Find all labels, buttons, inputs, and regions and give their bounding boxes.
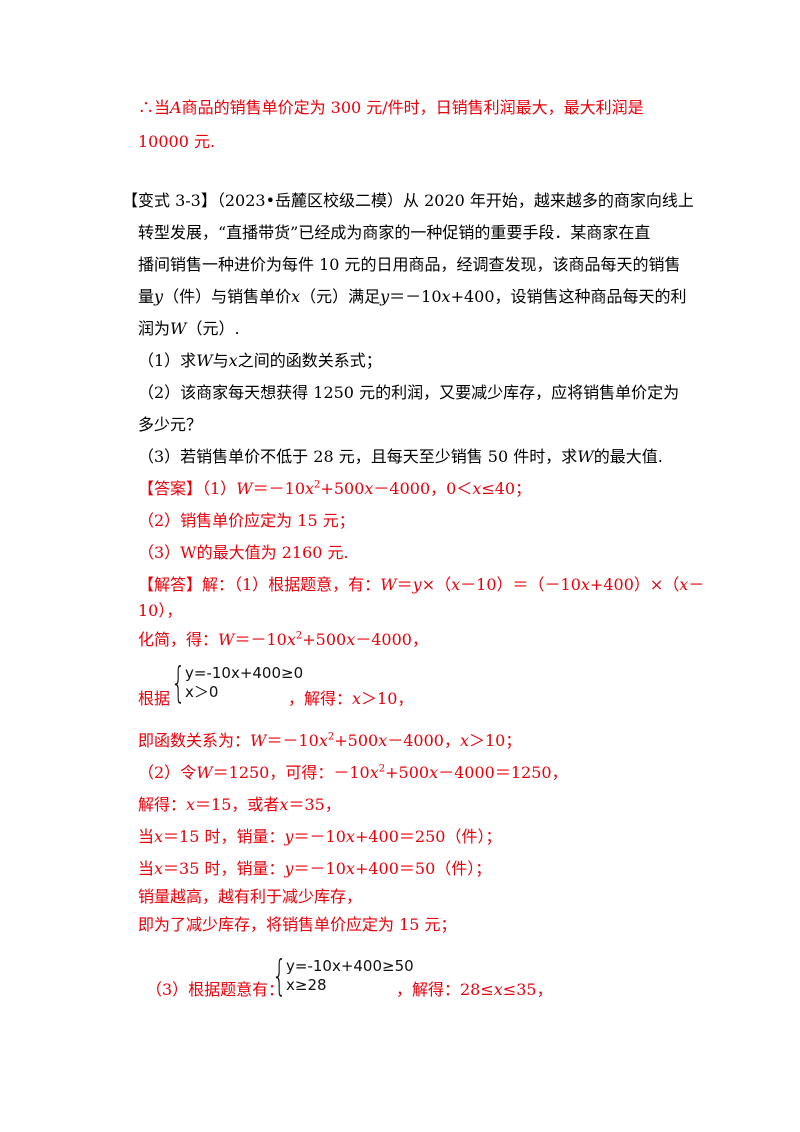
solution-line-5: 即函数关系为：W＝－10x2+500x－4000，x＞10； [138, 731, 522, 750]
solution-line-9: 当x＝35 时，销量：y＝－10x+400＝50（件）； [138, 859, 492, 878]
problem-line-5: 润为W（元）. [138, 319, 240, 338]
answer-3: （3）W的最大值为 2160 元. [138, 543, 349, 562]
problem-line-2: 转型发展，“直播带货”已经成为商家的一种促销的重要手段．某商家在直 [138, 223, 651, 242]
solution-line-2: 10）， [138, 601, 183, 620]
solution-line-8: 当x＝15 时，销量：y＝－10x+400＝250（件）； [138, 827, 502, 846]
answer-1: 【答案】（1）W＝－10x2+500x－4000，0＜x≤40； [138, 479, 532, 498]
problem-line-3: 播间销售一种进价为每件 10 元的日用商品，经调查发现，该商品每天的销售 [138, 255, 681, 274]
problem-line-4: 量y（件）与销售单价x（元）满足y＝－10x+400，设销售这种商品每天的利 [138, 287, 687, 306]
solution-line-11: 即为了减少库存，将销售单价应定为 15 元； [138, 915, 457, 934]
question-2-line-2: 多少元？ [138, 415, 203, 434]
solution-line-4-label: 根据 [138, 689, 171, 708]
left-brace: { [171, 658, 186, 707]
question-3: （3）若销售单价不低于 28 元，且每天至少销售 50 件时，求W的最大值. [138, 447, 663, 466]
inequality-system-1: { y=-10x+400≥0 x＞0 [171, 658, 304, 707]
solution-line-4-result: ，解得：x＞10， [288, 689, 414, 708]
solution-line-12-label: （3）根据题意有： [146, 980, 285, 999]
solution-line-10: 销量越高，越有利于减少库存， [138, 887, 363, 906]
intro-line-1: ∴当A商品的销售单价定为 300 元/件时，日销售利润最大，最大利润是 [138, 98, 644, 117]
inequality-system-2: { y=-10x+400≥50 x≥28 [272, 951, 414, 1000]
solution-line-6: （2）令W＝1250，可得：－10x2+500x－4000＝1250， [138, 763, 568, 782]
solution-line-1: 【解答】解：（1）根据题意，有：W＝y×（x－10）＝（－10x+400）×（x… [138, 575, 705, 594]
solution-line-7: 解得：x＝15，或者x＝35， [138, 795, 341, 814]
question-2-line-1: （2）该商家每天想获得 1250 元的利润，又要减少库存，应将销售单价定为 [138, 383, 680, 402]
intro-line-2: 10000 元. [138, 132, 216, 151]
answer-2: （2）销售单价应定为 15 元； [138, 511, 355, 530]
solution-line-12-result: ，解得：28≤x≤35， [396, 980, 553, 999]
problem-line-1: 【变式 3-3】（2023•岳麓区校级二模）从 2020 年开始，越来越多的商家… [122, 191, 694, 210]
question-1: （1）求W与x之间的函数关系式； [138, 351, 382, 370]
solution-line-3: 化简，得：W＝－10x2+500x－4000， [138, 630, 428, 649]
